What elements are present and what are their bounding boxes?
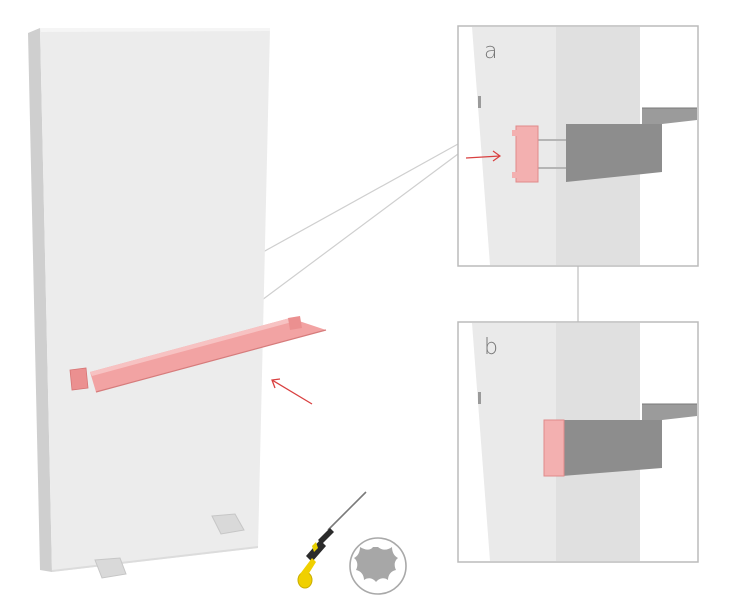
detail-panel-b: b <box>457 321 699 563</box>
torx-bit-icon <box>349 537 407 595</box>
panel-a-label: a <box>484 39 497 64</box>
wall-feet <box>94 513 245 579</box>
panel-b-label: b <box>484 335 498 360</box>
shelf-highlighted <box>69 316 327 393</box>
detail-panel-a: a <box>457 25 699 267</box>
install-arrow <box>271 378 313 405</box>
display-wall <box>28 28 270 572</box>
torx-screwdriver-icon <box>297 491 367 589</box>
